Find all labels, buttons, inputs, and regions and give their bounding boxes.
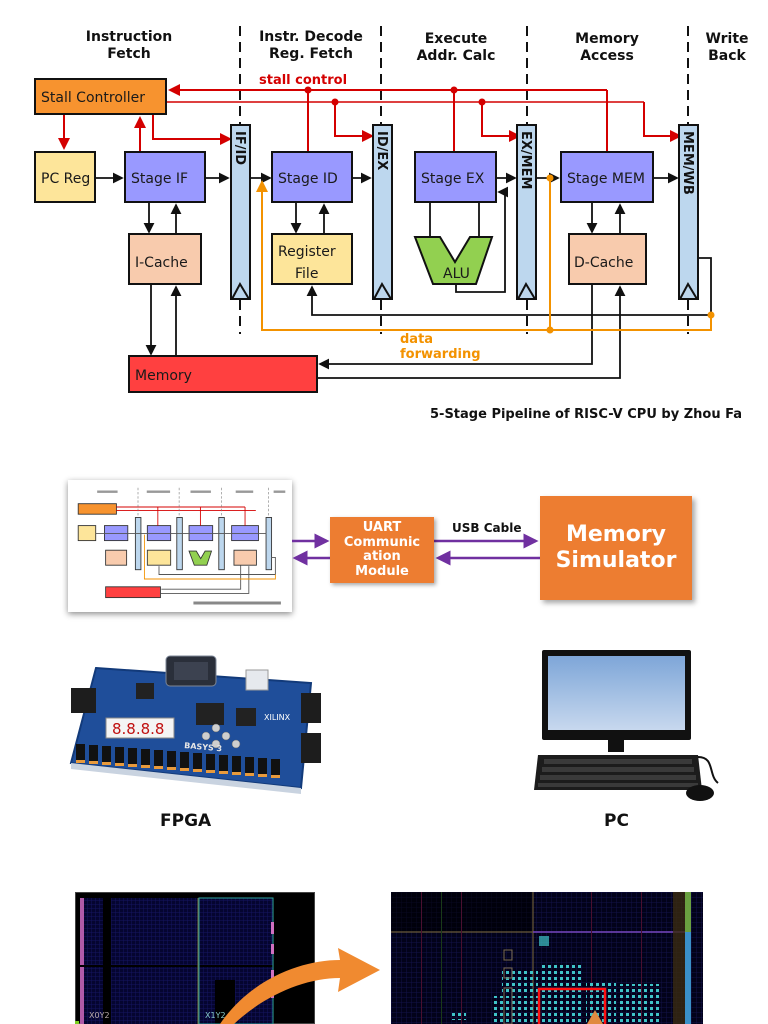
stall-junction-dots [304,86,486,106]
region-label-x1y2: X1Y2 [205,1011,226,1020]
board-vendor: XILINX [264,713,291,722]
stage-header-wb-line2: Back [708,48,746,64]
svg-text:Stall Controller: Stall Controller [41,90,145,106]
memory-simulator-line1: Memory [565,522,667,547]
usb-cable-label: USB Cable [452,521,522,535]
uart-label-line3: ation [363,549,401,564]
uart-label-line2: Communic [343,534,421,550]
uart-label-line4: Module [355,563,409,579]
pipeline-thumbnail [68,480,292,612]
svg-text:I-Cache: I-Cache [135,255,188,271]
memory-simulator-block: Memory Simulator [540,496,692,600]
svg-text:D-Cache: D-Cache [574,255,633,271]
stage-header-mem-line2: Access [580,48,634,64]
highlight-region [537,987,607,1024]
placed-design-view [391,892,703,1024]
fpga-label: FPGA [160,811,212,831]
data-forwarding-lines [256,178,712,331]
stage-header-id-line1: Instr. Decode [259,29,363,45]
board-branding: BASYS 3 [184,741,223,753]
svg-text:PC Reg: PC Reg [41,171,90,187]
svg-text:ID/EX: ID/EX [374,131,389,170]
svg-text:File: File [295,266,318,282]
stage-ex-block: Stage EX [414,151,497,203]
memory-block: Memory [128,355,318,393]
pc-reg-block: PC Reg [34,151,96,203]
data-forwarding-label-line2: forwarding [400,347,481,362]
stage-header-id-line2: Reg. Fetch [269,46,353,62]
pipeline-register-id-ex: ID/EX [372,124,393,300]
stall-control-label: stall control [259,73,347,88]
svg-text:ALU: ALU [443,266,470,282]
stage-header-wb-line1: Write [705,31,748,47]
svg-text:IF/ID: IF/ID [232,131,247,165]
pipeline-register-if-id: IF/ID [230,124,251,300]
alu-block: ALU [413,236,494,285]
svg-text:Stage EX: Stage EX [421,171,485,187]
svg-text:MEM/WB: MEM/WB [680,131,695,195]
pc-label: PC [604,811,629,831]
stage-header-mem-line1: Memory [575,31,639,47]
stall-control-lines [58,84,682,152]
pipeline-diagram: Instruction Fetch Instr. Decode Reg. Fet… [34,26,749,422]
stage-if-block: Stage IF [124,151,206,203]
uart-label-line1: UART [362,520,402,535]
device-floorplan-view: X0Y2 X1Y2 [75,892,315,1024]
svg-text:8.8.8.8: 8.8.8.8 [112,720,164,738]
memory-simulator-line2: Simulator [555,548,677,573]
pipeline-register-mem-wb: MEM/WB [678,124,699,300]
svg-text:Memory: Memory [135,368,192,384]
forwarding-junction-dots [546,174,715,334]
region-label-x0y2: X0Y2 [89,1011,110,1020]
uart-communication-module: UART Communic ation Module [330,517,434,583]
dcache-block: D-Cache [568,233,647,285]
stage-dividers [239,26,689,334]
stage-header-ex-line2: Addr. Calc [417,48,496,64]
stage-header-ex-line1: Execute [425,31,488,47]
register-file-block: Register File [271,233,353,285]
pipeline-register-ex-mem: EX/MEM [516,124,537,300]
pipeline-thumbnail-image [77,487,286,605]
stage-id-block: Stage ID [271,151,353,203]
data-forwarding-label-line1: data [400,332,433,347]
stage-header-if-line1: Instruction [86,29,172,45]
svg-text:Stage MEM: Stage MEM [567,171,645,187]
stage-header-if-line2: Fetch [107,46,150,62]
svg-text:Register: Register [278,244,336,260]
svg-text:Stage ID: Stage ID [278,171,338,187]
zoom-arrow-icon [220,948,380,1024]
diagram-caption: 5-Stage Pipeline of RISC-V CPU by Zhou F… [430,407,742,422]
pc-icon [534,650,719,801]
stage-mem-block: Stage MEM [560,151,654,203]
icache-block: I-Cache [128,233,202,285]
stall-controller-block: Stall Controller [34,78,167,115]
fpga-board-icon: 8.8.8.8 BASYS 3 XILINX [69,655,321,794]
svg-text:EX/MEM: EX/MEM [518,131,533,189]
svg-text:Stage IF: Stage IF [131,171,188,187]
